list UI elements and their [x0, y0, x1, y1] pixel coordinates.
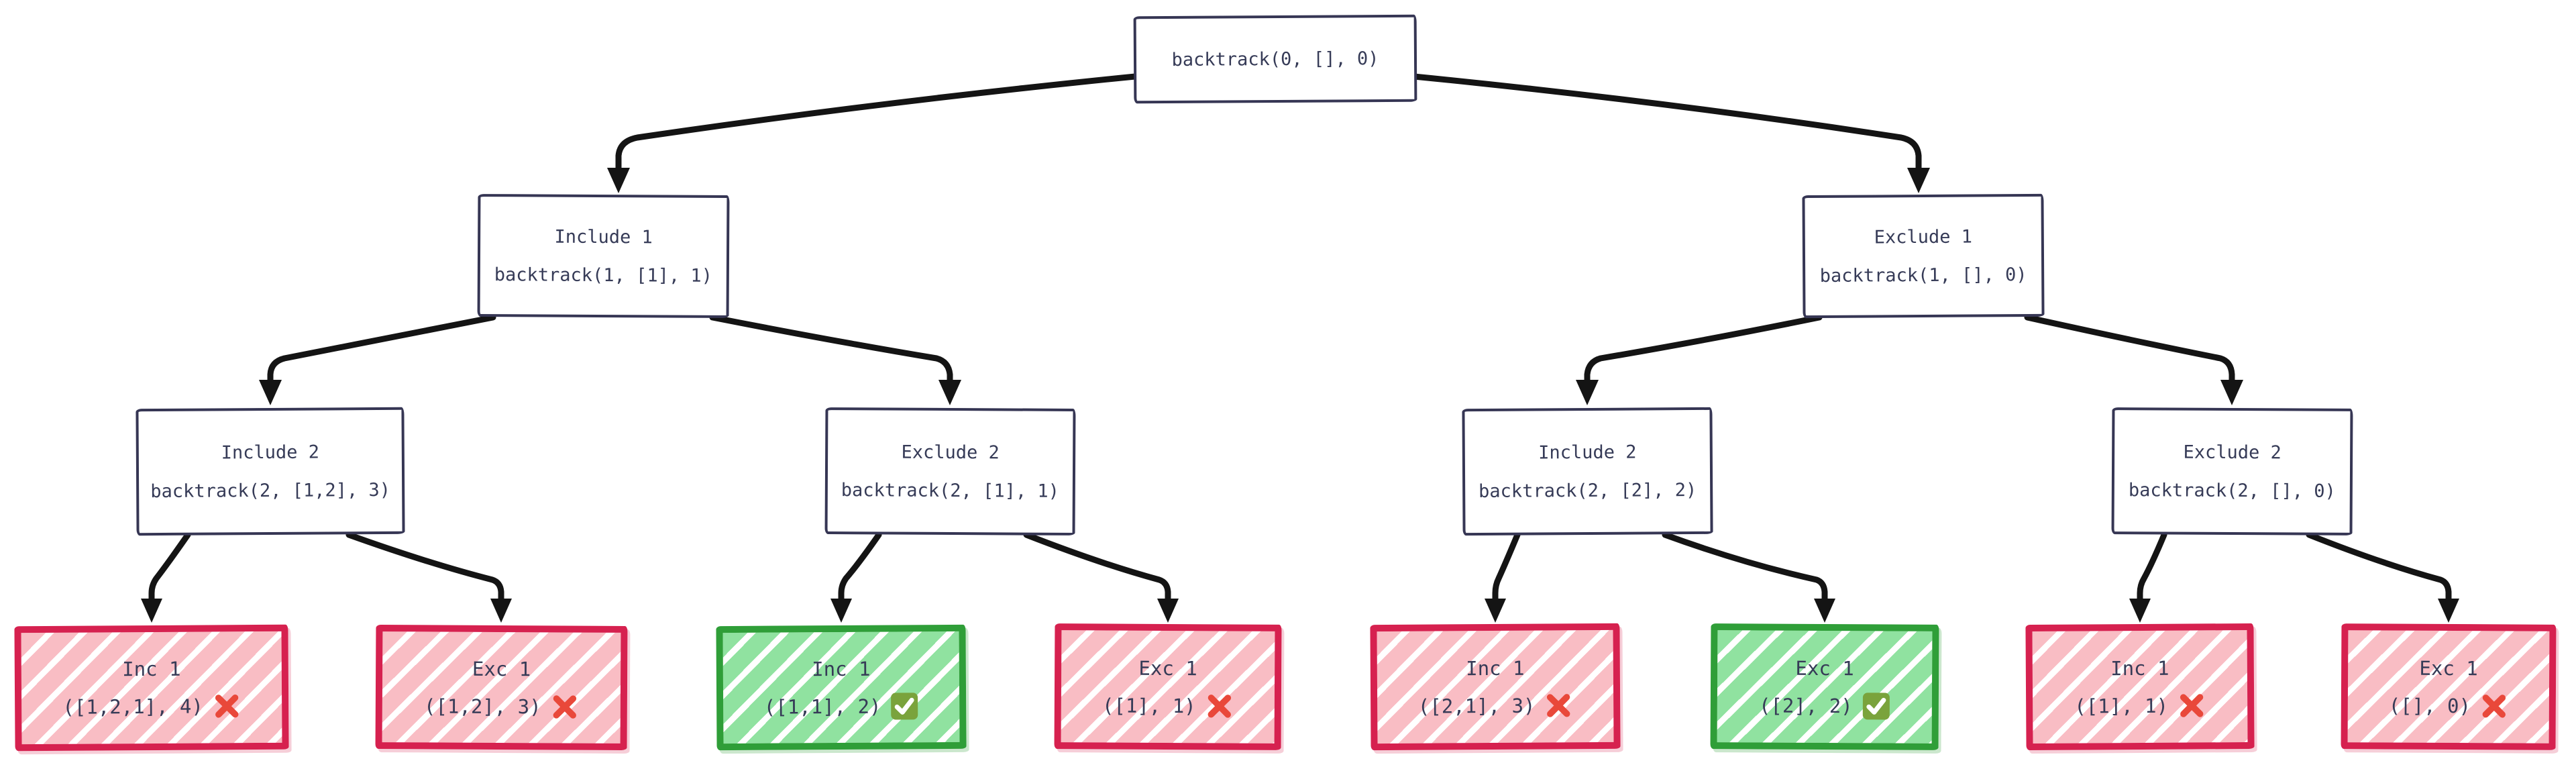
edge-root-exclude1 [1411, 73, 1930, 193]
tree-node-include-1: Include 1 backtrack(1, [1], 1) [477, 194, 730, 318]
leaf-node-2: Exc 1 ([1,2], 3) [375, 625, 628, 750]
leaf-result: ([1], 1) [1102, 693, 1196, 717]
leaf-result: ([], 0) [2388, 694, 2471, 717]
node-call-text: backtrack(0, [], 0) [1171, 48, 1379, 70]
leaf-label: Exc 1 [472, 657, 531, 680]
node-branch-label: Exclude 2 [901, 442, 1000, 463]
edge-exclude2b-leaf8 [2306, 531, 2459, 623]
leaf-node-5: Inc 1 ([2,1], 3) [1370, 623, 1621, 751]
cross-mark-icon [2480, 692, 2508, 720]
edge-exclude1-include2b [1576, 314, 1823, 405]
check-mark-icon [1862, 692, 1890, 720]
edge-exclude2a-leaf3 [830, 531, 882, 623]
node-call-text: backtrack(2, [2], 2) [1479, 479, 1697, 502]
edge-include2b-leaf5 [1485, 531, 1521, 623]
leaf-node-3: Inc 1 ([1,1], 2) [716, 624, 967, 751]
edge-include1-exclude2a [709, 314, 961, 405]
leaf-result: ([1,2,1], 4) [62, 695, 204, 719]
leaf-node-1: Inc 1 ([1,2,1], 4) [14, 624, 289, 752]
tree-node-include-2-b: Include 2 backtrack(2, [2], 2) [1462, 407, 1713, 536]
node-branch-label: Exclude 1 [1874, 226, 1973, 248]
leaf-result: ([1], 1) [2074, 694, 2169, 718]
leaf-label: Exc 1 [1795, 656, 1854, 680]
node-call-text: backtrack(1, [1], 1) [494, 264, 712, 287]
leaf-result: ([2,1], 3) [1417, 694, 1536, 718]
cross-mark-icon [213, 692, 241, 720]
node-call-text: backtrack(1, [], 0) [1819, 264, 2027, 287]
tree-node-exclude-2-b: Exclude 2 backtrack(2, [], 0) [2111, 407, 2353, 535]
tree-node-include-2-a: Include 2 backtrack(2, [1,2], 3) [136, 407, 405, 536]
edge-include2b-leaf6 [1662, 531, 1835, 623]
cross-mark-icon [2178, 691, 2206, 719]
edge-include2a-leaf2 [345, 531, 512, 623]
leaf-node-7: Inc 1 ([1], 1) [2025, 623, 2255, 751]
node-call-text: backtrack(2, [], 0) [2128, 479, 2336, 502]
edge-exclude1-exclude2b [2024, 314, 2243, 405]
leaf-node-8: Exc 1 ([], 0) [2341, 623, 2557, 750]
node-branch-label: Exclude 2 [2183, 442, 2282, 463]
cross-mark-icon [551, 693, 579, 721]
leaf-node-6: Exc 1 ([2], 2) [1710, 623, 1939, 750]
leaf-label: Exc 1 [1138, 656, 1197, 680]
edge-root-include1 [607, 73, 1138, 193]
node-call-text: backtrack(2, [1,2], 3) [150, 479, 391, 502]
node-branch-label: Include 2 [221, 442, 320, 463]
edge-include2a-leaf1 [141, 531, 191, 623]
edge-exclude2a-leaf4 [1023, 531, 1179, 623]
leaf-result: ([1,1], 2) [763, 695, 881, 719]
leaf-label: Inc 1 [1466, 656, 1525, 680]
leaf-result: ([2], 2) [1758, 693, 1853, 717]
leaf-label: Inc 1 [812, 657, 871, 680]
leaf-label: Exc 1 [2419, 656, 2478, 680]
leaf-result: ([1,2], 3) [423, 694, 541, 718]
cross-mark-icon [1544, 691, 1572, 719]
tree-node-exclude-1: Exclude 1 backtrack(1, [], 0) [1802, 193, 2045, 319]
edge-include1-include2a [259, 314, 496, 405]
node-branch-label: Include 1 [554, 226, 653, 248]
node-branch-label: Include 2 [1538, 442, 1637, 463]
leaf-label: Inc 1 [122, 657, 181, 681]
leaf-node-4: Exc 1 ([1], 1) [1054, 623, 1282, 750]
tree-node-exclude-2-a: Exclude 2 backtrack(2, [1], 1) [824, 407, 1076, 535]
tree-node-root: backtrack(0, [], 0) [1133, 14, 1417, 104]
edge-exclude2b-leaf7 [2129, 531, 2167, 623]
node-call-text: backtrack(2, [1], 1) [841, 479, 1059, 502]
leaf-label: Inc 1 [2110, 656, 2169, 680]
cross-mark-icon [1205, 692, 1234, 720]
check-mark-icon [890, 692, 918, 720]
